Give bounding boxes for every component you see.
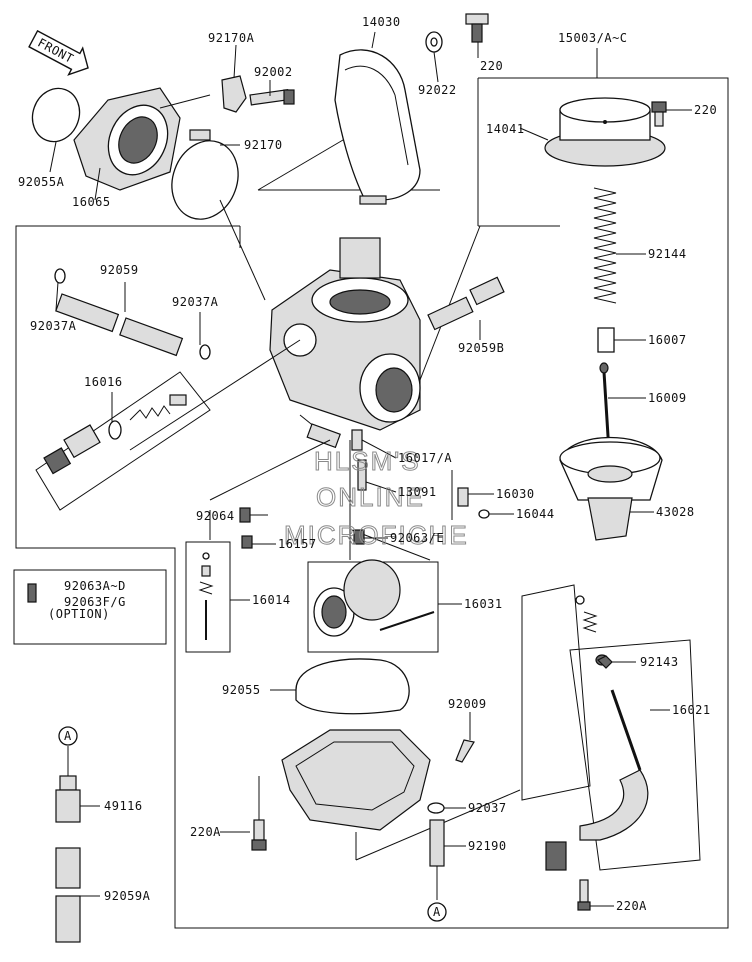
holder-16065 <box>73 87 211 201</box>
label-92022: 92022 <box>418 83 457 97</box>
frame-lines <box>15 48 729 929</box>
option-box-text: (OPTION) <box>48 607 110 621</box>
cover-14030 <box>334 31 421 205</box>
label-49116: 49116 <box>104 799 143 813</box>
label-92037: 92037 <box>468 801 507 815</box>
label-92059B: 92059B <box>458 341 504 355</box>
clip-92037 <box>427 802 466 814</box>
screw-220A-right <box>577 879 614 911</box>
bracket-92170A <box>221 44 247 113</box>
watermark-line-3: MICROFICHE <box>284 520 469 550</box>
pilot-screw-16014 <box>185 541 250 653</box>
label-92009: 92009 <box>448 697 487 711</box>
jet-92064 <box>239 507 268 523</box>
assembly-lines <box>129 225 481 561</box>
label-16017: 16017/A <box>398 451 452 465</box>
label-92002: 92002 <box>254 65 293 79</box>
front-arrow-icon: FRONT <box>28 29 89 76</box>
float-valve-16030 <box>457 487 494 507</box>
label-92063FG: 92063F/G <box>64 595 126 609</box>
label-92037A-right: 92037A <box>172 295 219 309</box>
label-92170: 92170 <box>244 138 283 152</box>
label-220A-left: 220A <box>190 825 221 839</box>
label-92055A: 92055A <box>18 175 65 189</box>
watermark-line-1: HLSM'S <box>314 446 421 476</box>
fitting-49116 <box>55 746 100 823</box>
tube-92059A <box>55 847 100 943</box>
choke-plunger-16016 <box>35 371 211 511</box>
label-92037A-left: 92037A <box>30 319 77 333</box>
clip-92037A-left <box>54 268 66 311</box>
label-16157: 16157 <box>278 537 317 551</box>
label-92063AD: 92063A~D <box>64 579 126 593</box>
o-ring-92055A <box>31 87 81 173</box>
label-14030: 14030 <box>362 15 401 29</box>
label-16021: 16021 <box>672 703 711 717</box>
nut-92143 <box>596 655 636 669</box>
label-43028: 43028 <box>656 505 695 519</box>
gasket-92055 <box>270 658 410 715</box>
label-16065: 16065 <box>72 195 111 209</box>
watermark-line-2: ONLINE <box>316 482 425 512</box>
label-16031: 16031 <box>464 597 503 611</box>
label-92170A: 92170A <box>208 31 255 45</box>
retainer-16007 <box>597 327 646 353</box>
label-220A-right: 220A <box>616 899 647 913</box>
label-92059A: 92059A <box>104 889 151 903</box>
label-92059: 92059 <box>100 263 139 277</box>
screw-220A-left <box>251 776 267 851</box>
bolt-92002 <box>249 80 295 106</box>
needle-jet-13091 <box>357 459 397 493</box>
label-14041: 14041 <box>486 122 525 136</box>
top-cap-14041 <box>519 97 666 167</box>
label-16016: 16016 <box>84 375 123 389</box>
diaphragm-43028 <box>559 436 663 541</box>
float-bowl <box>281 729 521 861</box>
label-15003: 15003/A~C <box>558 31 628 45</box>
label-220-cap: 220 <box>694 103 717 117</box>
watermark: HLSM'S ONLINE MICROFICHE <box>284 446 469 551</box>
label-16009: 16009 <box>648 391 687 405</box>
lever-assembly-16021 <box>521 584 701 871</box>
screw-92009 <box>455 712 475 763</box>
clip-92037A-right <box>199 312 211 360</box>
label-16044: 16044 <box>516 507 555 521</box>
label-92190: 92190 <box>468 839 507 853</box>
spring-92144 <box>593 187 646 304</box>
clip-16044 <box>478 509 514 519</box>
part-labels: 92170A 14030 220 15003/A~C 92002 92022 1… <box>18 15 717 913</box>
label-92055: 92055 <box>222 683 261 697</box>
jet-16157 <box>241 535 276 549</box>
svg-text:A: A <box>64 729 72 743</box>
tube-92059 <box>55 282 184 357</box>
label-92144: 92144 <box>648 247 687 261</box>
label-92143: 92143 <box>640 655 679 669</box>
clamp-92170 <box>171 129 266 301</box>
jet-16017 <box>351 429 397 459</box>
label-92064: 92064 <box>196 509 235 523</box>
carburetor-body <box>269 237 421 449</box>
screw-220-cap <box>651 101 692 127</box>
label-13091: 13091 <box>398 485 437 499</box>
washer-92022 <box>425 31 443 83</box>
svg-text:A: A <box>433 905 441 919</box>
option-box: (OPTION) <box>13 569 167 645</box>
marker-a-bottom: A <box>427 902 447 922</box>
throttle-valve-16031 <box>307 559 462 653</box>
tube-92059B <box>427 276 505 340</box>
label-220-top: 220 <box>480 59 503 73</box>
label-16030: 16030 <box>496 487 535 501</box>
label-92063E: 92063/E <box>390 531 444 545</box>
screw-220-top <box>465 13 489 58</box>
label-16007: 16007 <box>648 333 687 347</box>
marker-a-top: A <box>58 726 78 746</box>
jet-92063E <box>353 529 388 545</box>
tube-92190 <box>429 819 466 900</box>
label-16014: 16014 <box>252 593 291 607</box>
